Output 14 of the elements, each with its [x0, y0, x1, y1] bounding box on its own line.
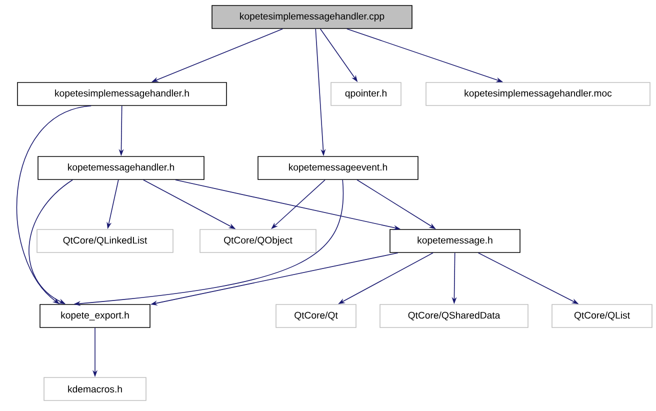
file-box: kopetemessageevent.h [258, 156, 418, 180]
file-box: kopetemessagehandler.h [38, 156, 204, 180]
file-box: kopete_export.h [40, 304, 150, 328]
file-box: QtCore/QObject [200, 229, 316, 253]
file-box: QtCore/QList [552, 304, 652, 328]
file-box: kdemacros.h [44, 377, 146, 401]
file-box: QtCore/QLinkedList [36, 229, 174, 253]
file-box: kopetesimplemessagehandler.h [17, 82, 227, 106]
file-box: kopetesimplemessagehandler.moc [426, 82, 650, 106]
file-box: kopetemessage.h [390, 229, 520, 253]
file-box: kopetesimplemessagehandler.cpp [212, 5, 412, 29]
file-box: qpointer.h [330, 82, 402, 106]
file-box: QtCore/QSharedData [380, 304, 528, 328]
file-box: QtCore/Qt [276, 304, 356, 328]
